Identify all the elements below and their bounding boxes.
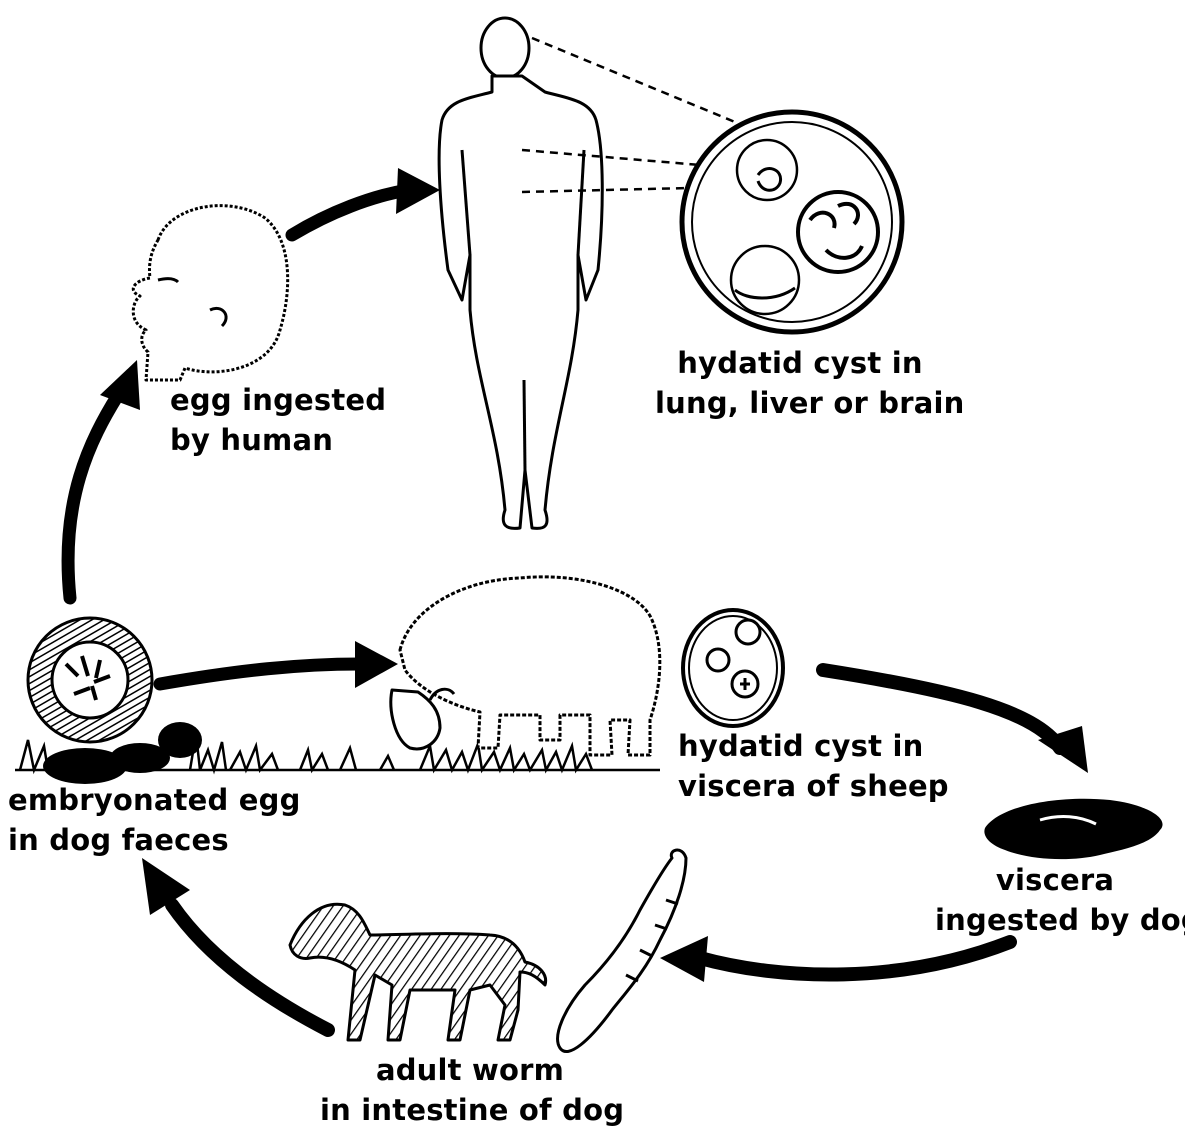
arrow-egg-to-sheep [160,641,398,688]
child-head-illustration [133,206,287,380]
embryonated-egg-illustration [28,618,152,742]
label-hydatid-sheep-line2: viscera of sheep [678,766,949,806]
label-adult-worm-line1: adult worm [320,1050,620,1090]
label-hydatid-human: hydatid cyst in lung, liver or brain [655,343,945,423]
label-adult-worm: adult worm in intestine of dog [320,1050,620,1130]
label-hydatid-human-line2: lung, liver or brain [655,383,945,423]
label-egg-ingested-line1: egg ingested [170,380,386,420]
label-embryonated-egg-line2: in dog faeces [8,820,301,860]
arrow-egg-to-human [68,360,140,598]
viscera-illustration [984,799,1162,859]
label-hydatid-sheep: hydatid cyst in viscera of sheep [678,726,949,806]
label-egg-ingested: egg ingested by human [170,380,386,460]
label-embryonated-egg-line1: embryonated egg [8,780,301,820]
arrow-viscera-to-worm [660,936,1010,982]
adult-worm-illustration [558,850,686,1052]
label-egg-ingested-line2: by human [170,420,386,460]
label-viscera-ingested: viscera ingested by dog [935,860,1175,940]
label-viscera-ingested-line2: ingested by dog [935,900,1175,940]
hydatid-cyst-sheep-illustration [683,610,783,726]
label-hydatid-sheep-line1: hydatid cyst in [678,726,949,766]
label-viscera-ingested-line1: viscera [935,860,1175,900]
arrow-head-to-body [292,168,440,235]
label-embryonated-egg: embryonated egg in dog faeces [8,780,301,860]
dog-illustration [290,904,546,1040]
human-figure [439,18,602,528]
label-adult-worm-line2: in intestine of dog [320,1090,620,1130]
hydatid-cyst-human-illustration [682,112,902,332]
sheep-illustration [391,577,660,755]
label-hydatid-human-line1: hydatid cyst in [655,343,945,383]
